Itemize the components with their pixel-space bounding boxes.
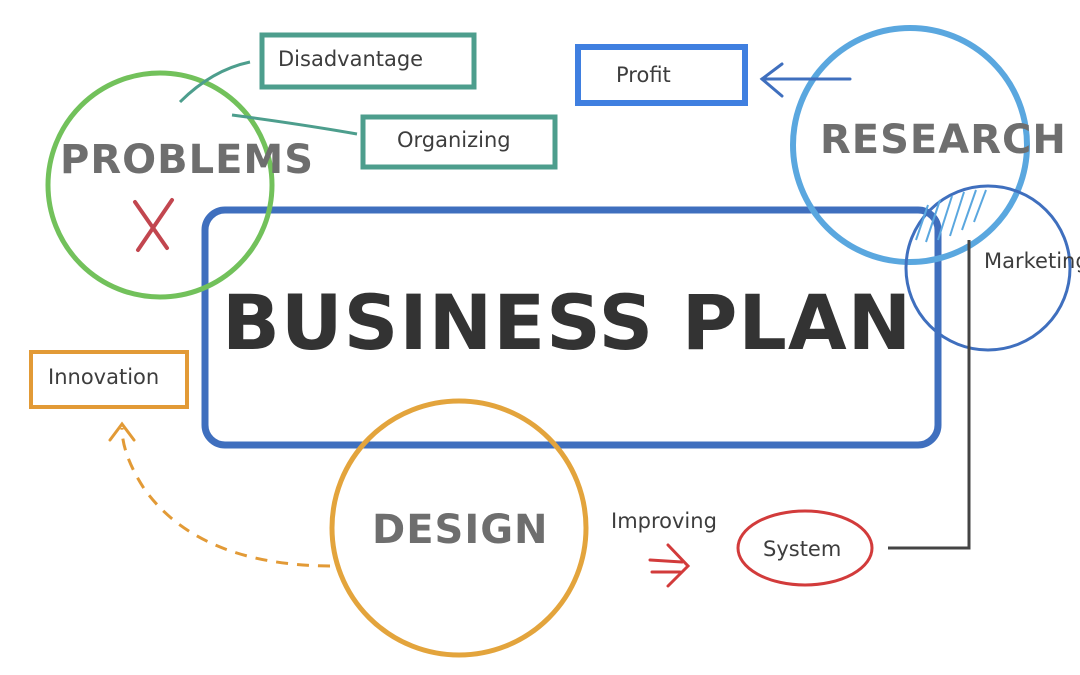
organizing-connector — [231, 113, 358, 136]
label-improving: Improving — [611, 509, 717, 533]
system-marketing-connector — [888, 240, 971, 550]
design-circle — [329, 398, 589, 658]
label-research: RESEARCH — [820, 117, 1067, 163]
arrow-left-icon — [759, 62, 852, 98]
profit-box — [575, 44, 748, 106]
disadvantage-box — [259, 32, 477, 90]
system-ellipse — [736, 509, 874, 587]
innovation-dashed-connector — [120, 427, 331, 568]
label-profit: Profit — [616, 63, 671, 87]
problems-circle — [45, 70, 275, 300]
cross-icon — [133, 198, 174, 252]
label-disadvantage: Disadvantage — [278, 47, 424, 71]
label-design: DESIGN — [372, 507, 549, 553]
disadvantage-connector — [178, 60, 251, 104]
overlap-hatch — [915, 189, 987, 243]
marketing-circle — [904, 184, 1072, 352]
label-innovation: Innovation — [48, 365, 160, 389]
organizing-box — [360, 114, 558, 170]
label-organizing: Organizing — [397, 128, 511, 152]
research-circle — [790, 25, 1030, 265]
label-problems: PROBLEMS — [60, 137, 315, 183]
arrow-right-icon — [648, 543, 691, 588]
business-plan-box — [201, 206, 942, 449]
page-title: BUSINESS PLAN — [222, 278, 913, 367]
arrow-up-icon — [108, 421, 136, 442]
label-system: System — [763, 537, 842, 561]
innovation-box — [29, 350, 189, 409]
label-marketing: Marketing — [984, 249, 1080, 273]
